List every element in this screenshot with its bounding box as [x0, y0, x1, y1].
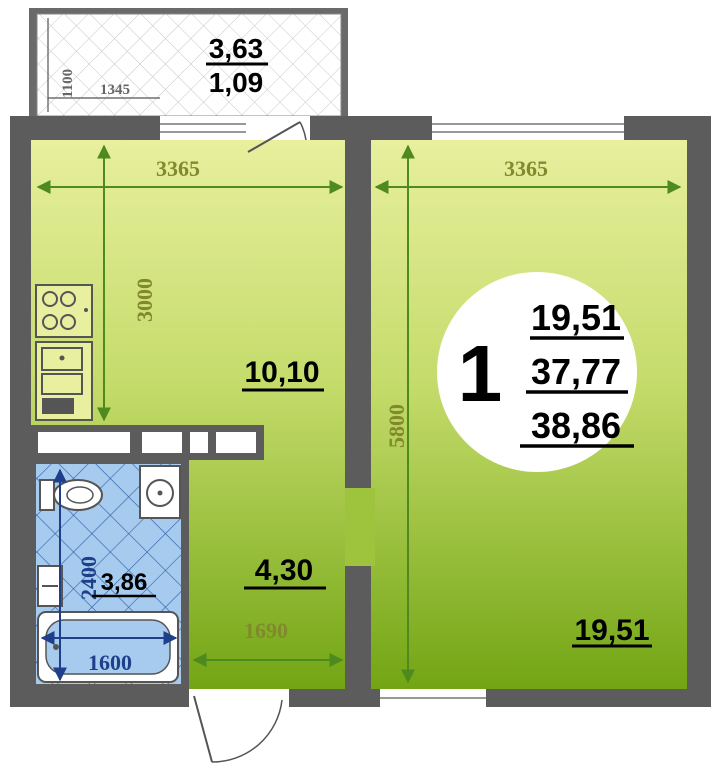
bathroom: 2400 1600 3,86	[31, 425, 264, 689]
entrance-door-icon	[189, 689, 289, 768]
room-count-label: 1	[458, 329, 503, 418]
balcony-area-top-label: 3,63	[209, 33, 264, 64]
kitchen-window	[160, 116, 246, 140]
hallway-area-label: 4,30	[255, 554, 313, 587]
bathroom-width-label: 1600	[88, 650, 132, 675]
toilet-icon	[39, 479, 103, 511]
summary-total-with-balcony: 38,86	[531, 405, 621, 446]
living-room: 3365 5800 19,51	[374, 144, 682, 684]
living-window	[432, 116, 624, 140]
balcony-area-bottom-label: 1,09	[209, 67, 264, 98]
stove-icon	[35, 284, 93, 338]
kitchen-area-label: 10,10	[244, 356, 319, 389]
faucet-icon	[37, 565, 63, 607]
bathroom-area-label: 3,86	[101, 569, 148, 596]
summary-total-area: 37,77	[531, 351, 621, 392]
living-height-label: 5800	[384, 404, 409, 448]
balcony-door-icon	[246, 116, 310, 153]
living-bottom-window	[380, 689, 486, 707]
living-area-label: 19,51	[574, 614, 649, 647]
doorway-living	[345, 488, 375, 566]
summary-living-area: 19,51	[531, 297, 621, 338]
balcony-width-label: 1345	[100, 82, 130, 98]
bathroom-height-label: 2400	[76, 556, 101, 600]
kitchen-height-label: 3000	[132, 278, 157, 322]
hallway: 4,30 1690	[192, 554, 344, 667]
summary-circle	[437, 272, 637, 472]
sink-icon	[139, 465, 181, 519]
hallway-width-label: 1690	[244, 618, 288, 643]
balcony: 1345 1100 3,63 1,09	[29, 8, 348, 117]
balcony-height-label: 1100	[60, 69, 76, 98]
kitchen-width-label: 3365	[156, 156, 200, 181]
apartment-summary: 1 19,51 37,77 38,86	[437, 272, 637, 472]
kitchen: 3365 3000 10,10	[36, 144, 344, 422]
living-width-label: 3365	[504, 156, 548, 181]
kitchen-sink-icon	[35, 341, 93, 421]
